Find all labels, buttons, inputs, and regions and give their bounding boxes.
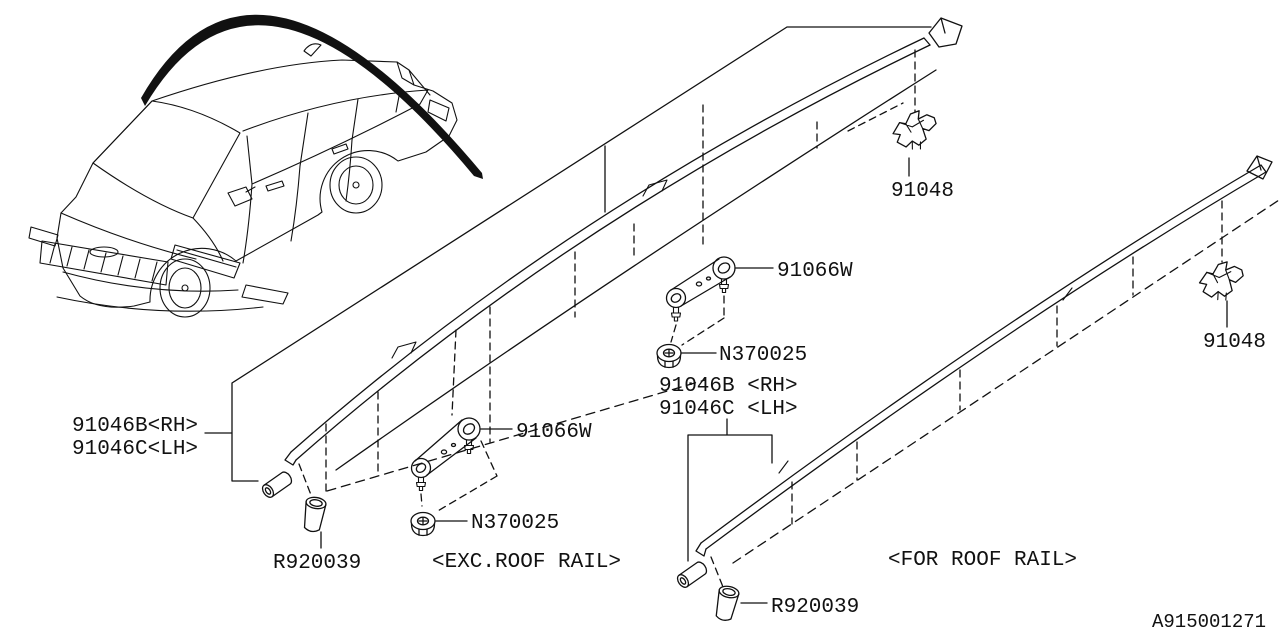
plug-icon-right bbox=[712, 583, 741, 623]
label-leader-lines bbox=[320, 157, 1228, 604]
part-label-plug-right: R920039 bbox=[771, 596, 859, 619]
part-label-nut-lower: N370025 bbox=[471, 512, 559, 535]
molding-assembly-for-roof-rail bbox=[687, 155, 1280, 588]
diagram-code: A915001271 bbox=[1152, 611, 1266, 633]
nut-icon-lower bbox=[410, 511, 436, 537]
clip-icon-top bbox=[889, 108, 940, 154]
part-label-molding-left-rh: 91046B<RH> bbox=[72, 415, 198, 438]
bracket-icon-upper bbox=[665, 256, 736, 346]
part-label-plug-left: R920039 bbox=[273, 552, 361, 575]
part-label-clip-right: 91048 bbox=[1203, 331, 1266, 354]
part-label-molding-mid-lh: 91046C <LH> bbox=[659, 398, 798, 421]
molding-strip-exc bbox=[295, 44, 931, 461]
bracket-icon-lower bbox=[410, 329, 498, 513]
molding-end-cap-icon bbox=[928, 17, 963, 48]
plug-icon-left bbox=[300, 495, 328, 534]
part-label-bracket-upper: 91066W bbox=[777, 260, 853, 283]
molding-assembly-exc-roof-rail bbox=[204, 17, 963, 496]
caption-for-roof-rail: <FOR ROOF RAIL> bbox=[888, 549, 1077, 572]
roof-molding-highlight-arrow bbox=[141, 14, 483, 179]
part-label-clip-top: 91048 bbox=[891, 180, 954, 203]
clip-icon-right bbox=[1197, 260, 1246, 303]
vehicle-illustration bbox=[28, 43, 458, 318]
end-cap-icon-right bbox=[674, 559, 710, 590]
part-label-bracket-lower: 91066W bbox=[516, 421, 592, 444]
part-label-molding-left-lh: 91046C<LH> bbox=[72, 438, 198, 461]
end-cap-icon-left bbox=[259, 469, 295, 500]
part-label-molding-mid-rh: 91046B <RH> bbox=[659, 375, 798, 398]
nut-icon-upper bbox=[656, 343, 682, 369]
caption-exc-roof-rail: <EXC.ROOF RAIL> bbox=[432, 551, 621, 574]
part-label-nut-upper: N370025 bbox=[719, 344, 807, 367]
